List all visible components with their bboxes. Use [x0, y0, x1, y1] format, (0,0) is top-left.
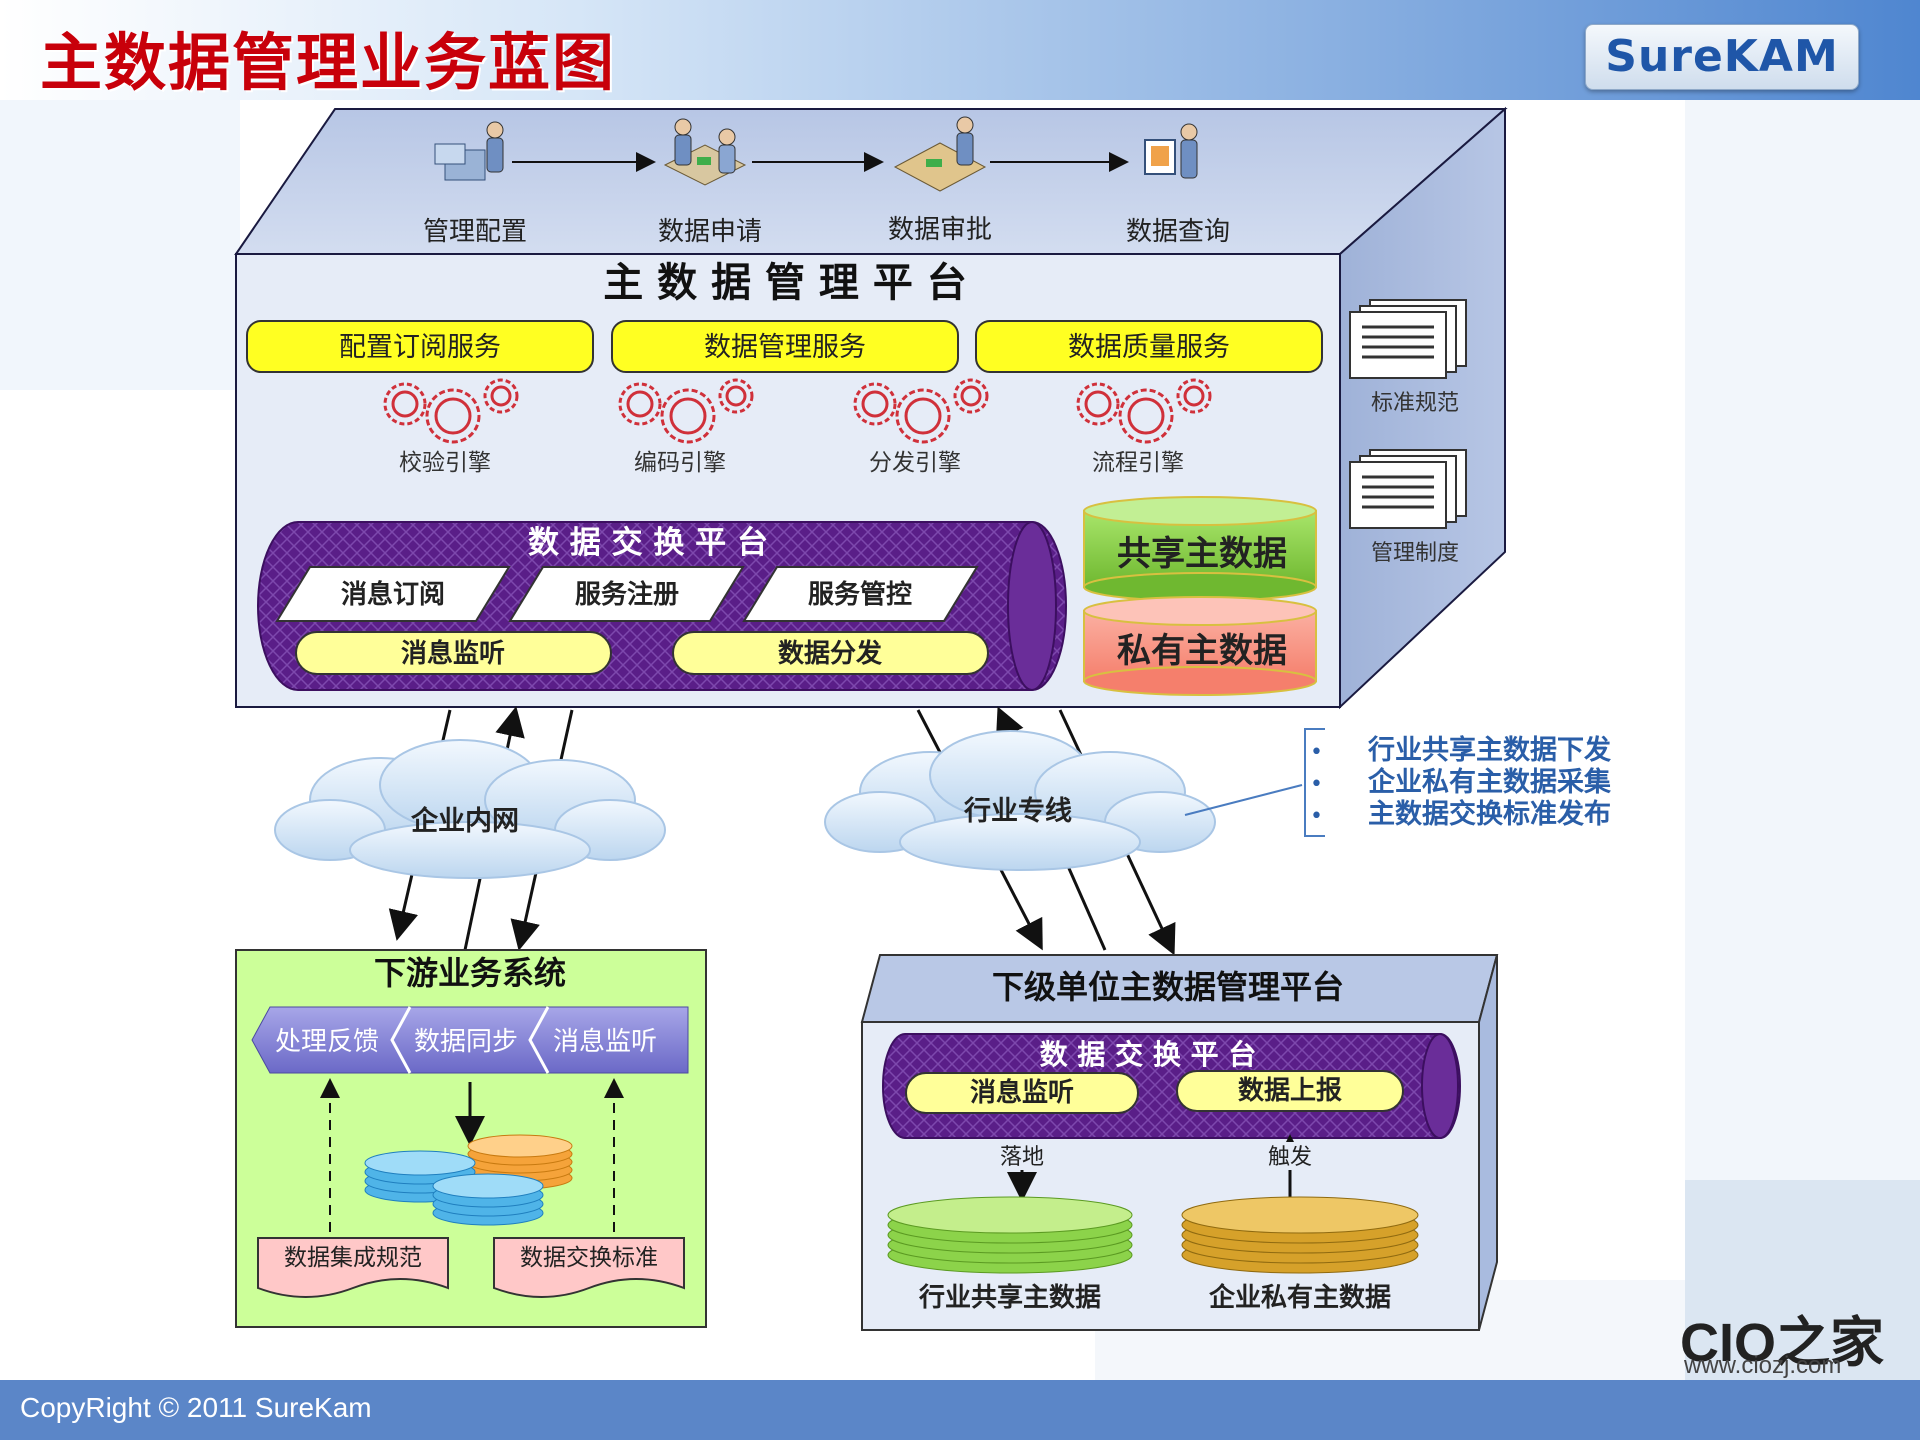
downstream-arrow-label: 处理反馈	[275, 1027, 379, 1057]
exchange-item-box	[275, 566, 511, 622]
doc-banner-label: 数据交换标准	[520, 1245, 658, 1271]
shared-db-top	[1083, 496, 1317, 526]
network-label-right: 行业专线	[963, 795, 1072, 827]
cloud-right	[824, 730, 1216, 871]
approve-person-icon	[893, 116, 987, 192]
network-label-left: 企业内网	[411, 805, 519, 837]
green-disk-stack	[887, 1196, 1133, 1274]
private-db-bottom	[1083, 666, 1317, 696]
doc-banner	[257, 1237, 449, 1298]
callout-line	[1184, 784, 1303, 816]
gear-icon	[1076, 378, 1212, 444]
label-bg	[1263, 1142, 1317, 1170]
subunit-oval-label: 消息监听	[970, 1077, 1074, 1108]
shared-db-label: 共享主数据	[1117, 534, 1287, 574]
subunit-exchange-end	[1421, 1033, 1459, 1139]
footer-bar	[0, 1380, 1920, 1440]
exchange-item-box	[508, 566, 745, 622]
band-divider	[390, 1006, 412, 1074]
doc-banner	[493, 1237, 685, 1298]
exchange-oval	[672, 631, 989, 675]
page-title: 主数据管理业务蓝图	[40, 26, 617, 99]
flow-step-label: 数据审批	[888, 215, 992, 245]
bg-panel-right	[1685, 100, 1920, 1280]
exchange-item-label: 服务注册	[575, 579, 679, 610]
subunit-oval-label: 数据上报	[1238, 1075, 1342, 1106]
exchange-platform-title: 数 据 交 换 平 台	[528, 525, 768, 561]
gear-icon	[383, 378, 519, 444]
private-db-label: 私有主数据	[1117, 631, 1287, 671]
engine-label: 流程引擎	[1092, 450, 1184, 476]
bullet-dot: •	[1310, 772, 1323, 797]
subunit-oval	[1176, 1070, 1404, 1112]
flow-step-label: 数据申请	[658, 217, 762, 247]
footer-copyright: CopyRight © 2011 SureKam	[20, 1392, 372, 1423]
bg-panel-left	[0, 100, 240, 390]
service-label: 配置订阅服务	[339, 332, 501, 363]
private-db-top	[1083, 596, 1317, 626]
gear-icon	[618, 378, 754, 444]
subunit-title: 下级单位主数据管理平台	[992, 968, 1344, 1006]
exchange-oval	[295, 631, 612, 675]
downstream-arrow-label: 数据同步	[414, 1027, 518, 1057]
service-label: 数据质量服务	[1068, 332, 1230, 363]
service-box	[611, 320, 959, 373]
bullet-item: 主数据交换标准发布	[1368, 798, 1611, 830]
blue-disk-stack	[432, 1173, 544, 1226]
subunit-oval	[905, 1072, 1139, 1114]
service-box	[246, 320, 594, 373]
exchange-item-box	[742, 566, 979, 622]
engine-label: 分发引擎	[869, 450, 961, 476]
subunit-db-label: 行业共享主数据	[918, 1282, 1101, 1313]
subunit-db-label: 企业私有主数据	[1209, 1282, 1391, 1313]
doc-banner-label: 数据集成规范	[284, 1245, 422, 1271]
downstream-arrow-band	[251, 1006, 689, 1074]
config-person-icon	[434, 121, 504, 181]
document-icon	[1349, 299, 1467, 379]
gear-icon	[853, 378, 989, 444]
exchange-oval-label: 数据分发	[778, 638, 882, 669]
document-icon	[1349, 449, 1467, 529]
platform-title: 主 数 据 管 理 平 台	[603, 260, 967, 306]
subunit-side-face	[1478, 954, 1498, 1331]
up-label: 触发	[1268, 1145, 1312, 1170]
exchange-item-label: 消息订阅	[341, 579, 445, 610]
query-person-icon	[1144, 123, 1198, 179]
side-doc-label: 管理制度	[1371, 541, 1459, 566]
brand-logo: SureKAM	[1585, 24, 1859, 90]
side-doc-label: 标准规范	[1371, 391, 1459, 416]
flow-step-label: 数据查询	[1126, 217, 1230, 247]
service-box	[975, 320, 1323, 373]
apply-people-icon	[663, 118, 747, 186]
bullet-dot: •	[1310, 804, 1323, 829]
exchange-item-label: 服务管控	[808, 580, 912, 610]
exchange-oval-label: 消息监听	[401, 638, 505, 669]
down-label: 落地	[1000, 1145, 1044, 1170]
bullet-item: 企业私有主数据采集	[1368, 766, 1612, 798]
bullet-dot: •	[1310, 740, 1323, 765]
band-divider	[528, 1006, 550, 1074]
engine-label: 校验引擎	[399, 450, 491, 476]
flow-step-label: 管理配置	[423, 217, 527, 247]
subunit-exchange-title: 数 据 交 换 平 台	[1040, 1038, 1257, 1071]
service-label: 数据管理服务	[704, 332, 866, 363]
exchange-platform-end	[1007, 521, 1057, 691]
gold-disk-stack	[1181, 1196, 1419, 1274]
engine-label: 编码引擎	[634, 450, 726, 476]
bullet-item: 行业共享主数据下发	[1367, 734, 1611, 766]
watermark-url: www.ciozj.com	[1684, 1352, 1842, 1379]
downstream-arrow-label: 消息监听	[553, 1027, 657, 1057]
callout-bracket	[1304, 728, 1325, 837]
watermark-logo: CIO之家	[1680, 1313, 1885, 1373]
cloud-left	[274, 739, 666, 879]
bg-panel-right-low	[1685, 1180, 1920, 1380]
label-bg	[995, 1142, 1049, 1170]
downstream-title: 下游业务系统	[374, 954, 566, 992]
